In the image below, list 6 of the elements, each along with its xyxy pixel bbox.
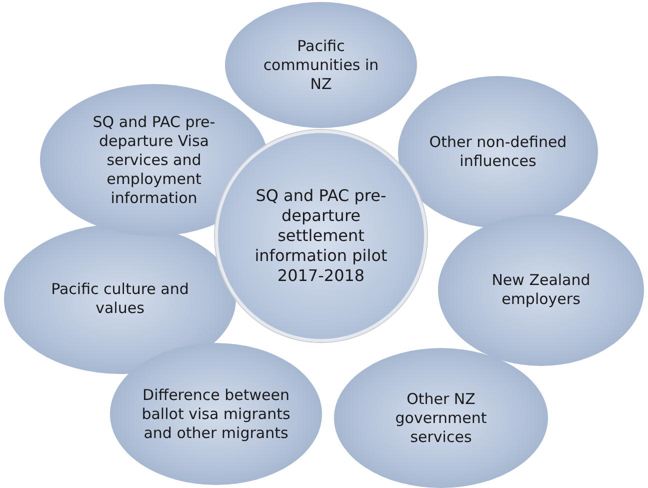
- topic-ellipse: Other NZ government services: [334, 348, 548, 488]
- topic-ellipse: New Zealand employers: [438, 214, 644, 366]
- topic-ellipse: Pacific communities in NZ: [225, 2, 417, 128]
- topic-ellipse: Other non-defined influences: [398, 76, 598, 228]
- center-circle: SQ and PAC pre-departure settlement information pilot 2017-2018: [215, 130, 427, 342]
- topic-ellipse: Difference between ballot visa migrants and other migrants: [110, 343, 322, 485]
